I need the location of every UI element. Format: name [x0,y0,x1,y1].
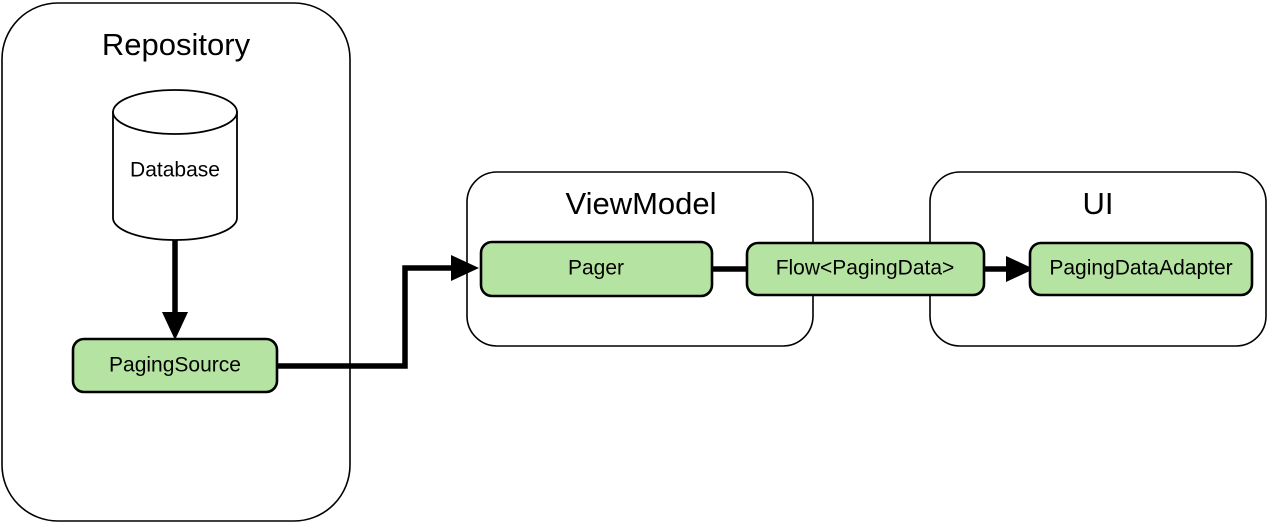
connector-path-ps-pager [275,265,455,369]
paging-data-adapter-box [1028,241,1254,297]
database-cylinder-body [112,111,238,241]
ui-title: UI [1083,186,1114,221]
flow-paging-data-box [745,241,986,297]
paging-source-box [71,337,279,394]
arrowhead-ps-pager [451,255,479,281]
node-pager[interactable]: Pager [479,240,714,298]
arrowhead-flow-adapter [1006,256,1034,282]
flow-paging-data-label: Flow<PagingData> [776,257,955,280]
connector-database-to-paging-source [162,238,188,340]
viewmodel-title: ViewModel [565,186,716,221]
connector-paging-source-to-pager [275,255,479,369]
connector-flow-to-adapter [982,256,1034,282]
database-cylinder-top [112,89,238,135]
database-label: Database [130,159,220,182]
repository-title: Repository [102,27,251,62]
node-paging-source[interactable]: PagingSource [71,337,279,394]
paging-data-adapter-label: PagingDataAdapter [1049,257,1232,280]
pager-box [479,240,714,298]
node-database[interactable]: Database [112,89,238,241]
arrowhead-db-ps [162,312,188,340]
node-paging-data-adapter[interactable]: PagingDataAdapter [1028,241,1254,297]
pager-label: Pager [568,257,624,280]
node-flow-paging-data[interactable]: Flow<PagingData> [745,241,986,297]
paging-source-label: PagingSource [109,354,241,377]
